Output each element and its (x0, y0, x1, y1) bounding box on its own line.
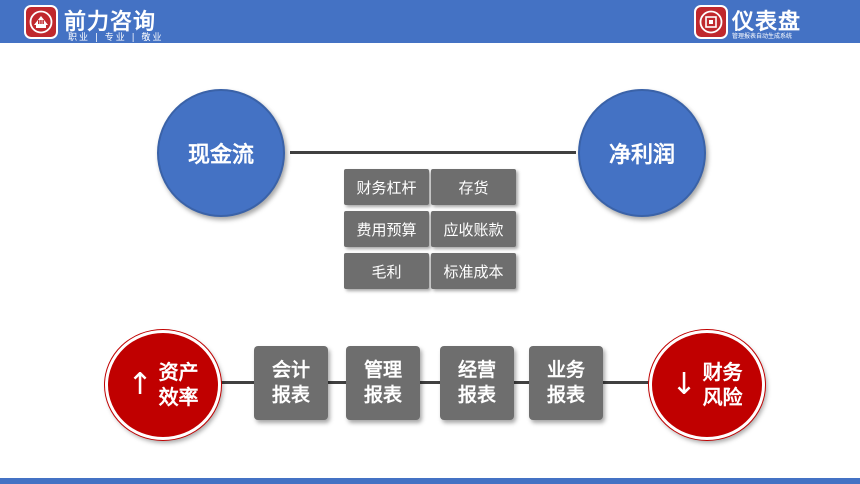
brand-name: 前力咨询 (64, 10, 157, 35)
report-label-line2: 报表 (546, 384, 585, 406)
report-label-line1: 管理 (363, 359, 402, 382)
circle-label-line1: 财务 (702, 360, 743, 384)
cash-flow-circle: 现金流 (157, 89, 285, 217)
report-label-line1: 会计 (271, 359, 310, 382)
header-bar: 前力咨询 职业 | 专业 | 敬业 仪表盘 管理报表自动生成系统 (0, 0, 860, 43)
net-profit-circle: 净利润 (578, 89, 706, 217)
brand-slogan: 管理报表自动生成系统 (732, 33, 793, 40)
tile-gross-profit: 毛利 (344, 253, 429, 289)
circle-label: 现金流 (187, 143, 254, 168)
brand-slogan: 职业 | 专业 | 敬业 (68, 33, 164, 43)
brand-name: 仪表盘 (732, 10, 802, 35)
report-label-line1: 经营 (457, 359, 496, 382)
building-emblem-icon (24, 5, 58, 39)
operations-report-box: 经营 报表 (440, 346, 514, 420)
building-emblem-icon (694, 5, 728, 39)
circle-label-line1: 资产 (158, 360, 199, 384)
asset-efficiency-circle: ↑ 资产 效率 (105, 330, 221, 440)
connector-line (290, 151, 576, 154)
circle-label-line2: 效率 (158, 385, 199, 409)
connector-line (212, 381, 656, 384)
accounting-report-box: 会计 报表 (254, 346, 328, 420)
circle-label: 净利润 (608, 143, 675, 168)
report-label-line2: 报表 (457, 384, 496, 406)
up-arrow-icon: ↑ (127, 367, 153, 402)
tile-financial-leverage: 财务杠杆 (344, 169, 429, 205)
report-label-line1: 业务 (546, 359, 585, 382)
report-label-line2: 报表 (363, 384, 402, 406)
management-report-box: 管理 报表 (346, 346, 420, 420)
tile-expense-budget: 费用预算 (344, 211, 429, 247)
tile-inventory: 存货 (431, 169, 516, 205)
circle-label-line2: 风险 (702, 385, 743, 409)
financial-risk-circle: ↓ 财务 风险 (649, 330, 765, 440)
tile-standard-cost: 标准成本 (431, 253, 516, 289)
footer-bar (0, 478, 860, 484)
brand-dashboard: 仪表盘 管理报表自动生成系统 (694, 4, 844, 40)
report-label-line2: 报表 (271, 384, 310, 406)
down-arrow-icon: ↓ (671, 367, 697, 402)
business-report-box: 业务 报表 (529, 346, 603, 420)
tile-receivables: 应收账款 (431, 211, 516, 247)
